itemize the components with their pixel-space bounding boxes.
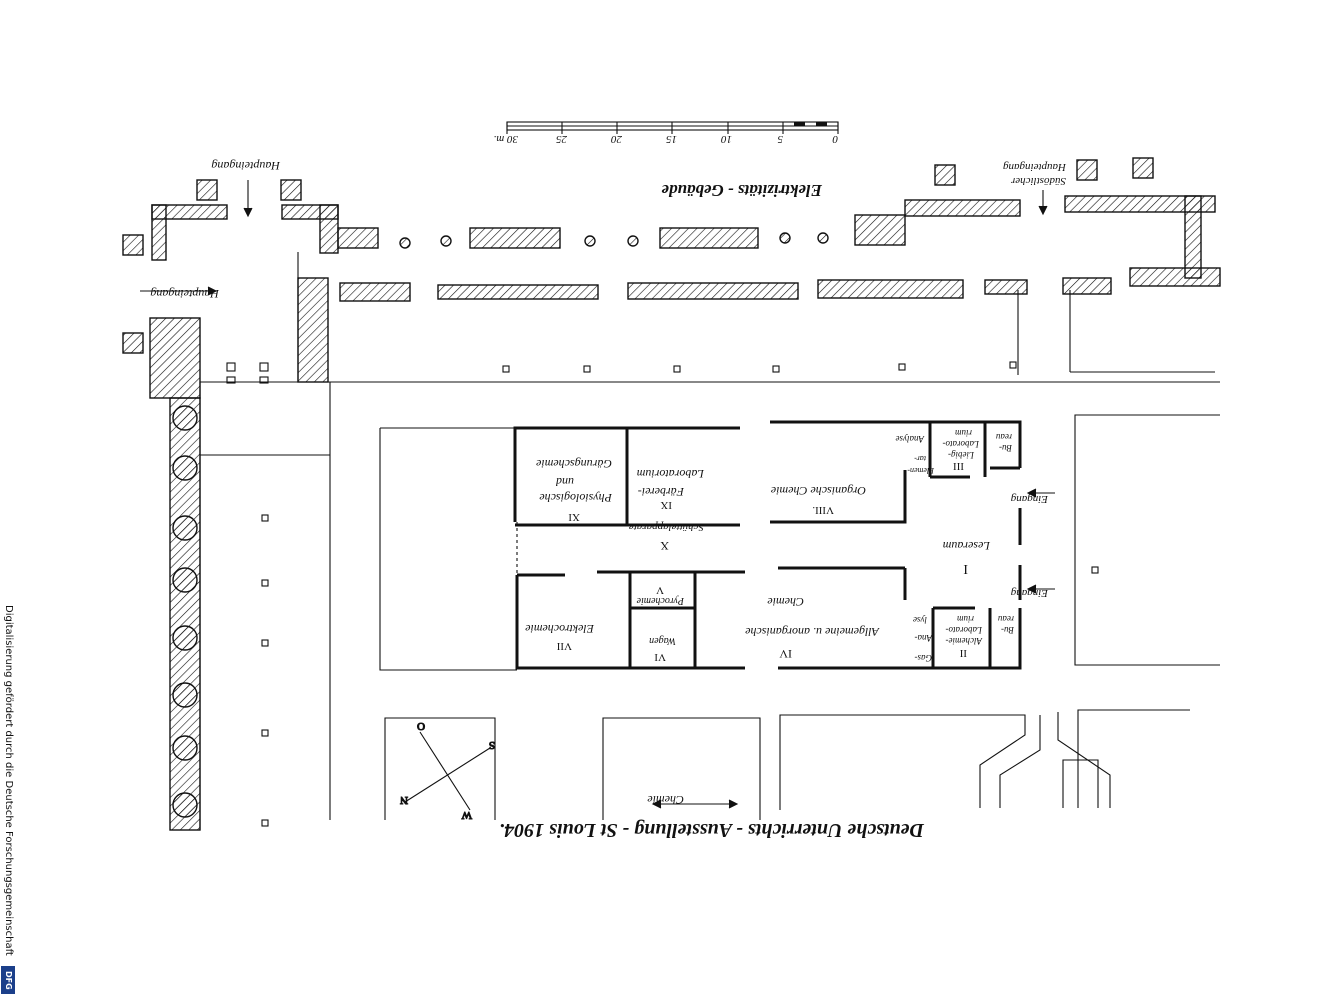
compass-o: O	[417, 720, 425, 732]
room-ii-line-2: Laborato-	[945, 625, 983, 635]
room-vi-name: Wagen	[649, 635, 676, 646]
scale-tick-25: 25	[556, 133, 568, 145]
suedoestlicher-haupteingang-label: Haupteingang	[1003, 161, 1067, 173]
gas-analyse-line-1: Gas-	[914, 653, 932, 663]
room-x-name: Schüttelapparate	[629, 521, 704, 533]
scale-bar: 0 5 10 15 20 25 30 m.	[494, 121, 839, 145]
room-xi-numeral: XI	[568, 511, 580, 523]
elementar-line-2: tar-	[914, 454, 926, 463]
room-viii-numeral: VIII.	[812, 504, 834, 516]
electricity-building	[122, 157, 1221, 831]
compass-s: S	[489, 739, 495, 751]
room-i-numeral: I	[963, 561, 968, 576]
room-vii-numeral: VII	[556, 640, 572, 652]
room-ix-line-2: Färberei-	[638, 485, 685, 499]
room-iii-numeral: III	[953, 460, 964, 472]
compass-n: N	[400, 794, 408, 806]
room-ix-numeral: IX	[660, 499, 672, 511]
dfg-logo: DFG	[1, 966, 15, 994]
room-iii-line-2: Laborato-	[942, 439, 980, 449]
scale-tick-20: 20	[611, 133, 623, 145]
gas-analyse-line-3: lyse	[913, 615, 927, 625]
room-x-numeral: X	[660, 539, 669, 553]
scale-tick-15: 15	[666, 133, 678, 145]
room-v-numeral: V	[656, 584, 664, 596]
scale-tick-10: 10	[721, 133, 733, 145]
scale-tick-0: 0	[832, 133, 838, 145]
room-ii-line-3: rium	[956, 614, 974, 624]
eingang-upper-label: Eingang	[1010, 493, 1049, 505]
scale-tick-30: 30 m.	[494, 133, 519, 145]
bureau-right-line-2: reau	[995, 432, 1012, 442]
compass-rose: O S N W	[399, 719, 495, 821]
room-v-name: Pyrochemie	[636, 595, 685, 606]
haupteingang-top-label: Haupteingang	[211, 159, 281, 173]
gas-analyse-line-2: Ana-	[915, 633, 934, 643]
plan-labels: Deutsche Unterrichts - Ausstellung - St …	[150, 159, 1067, 841]
room-ii-line-1: Alchemie-	[946, 636, 983, 646]
eingang-lower-label: Eingang	[1010, 587, 1049, 599]
room-ix-line-1: Laboratorium	[636, 467, 705, 481]
compass-w: W	[461, 809, 472, 821]
room-iv-line-2: Chemie	[767, 595, 804, 609]
chemie-arrow-label: Chemie	[647, 793, 684, 807]
suedoestlicher-label: Südöstlicher	[1010, 175, 1066, 187]
room-xi-line-3: Gärungschemie	[535, 457, 612, 471]
bureau-left-line-2: reau	[997, 614, 1014, 624]
building-label: Elektrizitäts - Gebäude	[661, 181, 823, 200]
room-viii-name: Organische Chemie	[770, 484, 866, 498]
room-iii-line-1: Liebig-	[948, 450, 975, 460]
map-title: Deutsche Unterrichts - Ausstellung - St …	[499, 819, 925, 841]
room-xi-line-2: und	[555, 475, 574, 489]
room-iii-line-3: rium	[954, 428, 972, 438]
room-i-name: Leseraum	[942, 539, 991, 553]
elementar-line-1: Elemen-	[907, 466, 935, 475]
digitization-note-text: Digitalisierung gefördert durch die Deut…	[3, 605, 14, 956]
digitization-note: Digitalisierung gefördert durch die Deut…	[2, 605, 16, 985]
corridor-lines	[199, 290, 1220, 830]
room-xi-line-1: Physiologische	[539, 491, 613, 505]
bureau-left-line-1: Bu-	[1001, 625, 1014, 635]
exhibition-rooms	[513, 420, 1022, 670]
room-iv-line-1: Allgemeine u. anorganische	[744, 625, 880, 639]
elementar-line-3: Analyse	[896, 434, 926, 444]
room-ii-numeral: II	[959, 647, 967, 659]
bureau-right-line-1: Bu-	[999, 443, 1012, 453]
room-vii-name: Elektrochemie	[524, 622, 595, 636]
room-vi-numeral: VI	[654, 651, 666, 663]
scale-tick-5: 5	[777, 133, 783, 145]
entrance-arrows	[140, 180, 1055, 809]
room-iv-numeral: IV	[779, 647, 792, 661]
